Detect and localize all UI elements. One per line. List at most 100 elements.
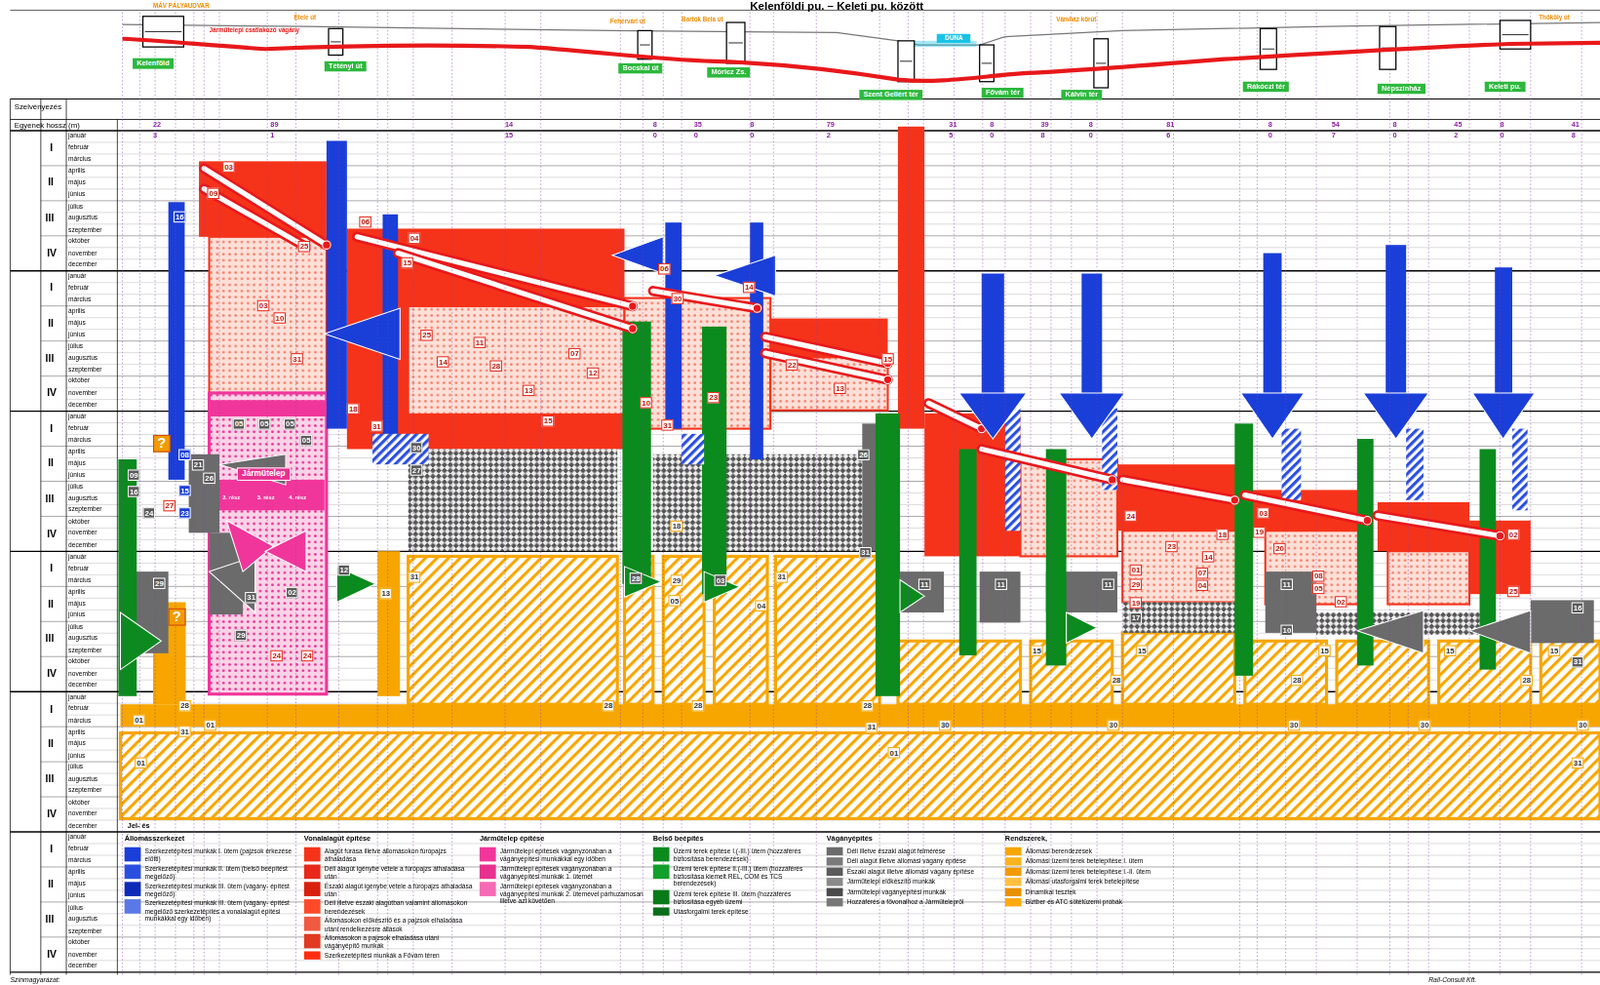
callout-number: 28 [629, 572, 643, 585]
legend-swatch [653, 906, 670, 915]
depot-part-label: 4. rész [288, 494, 307, 501]
callout-number: 14 [1202, 550, 1215, 563]
callout-number: 30 [938, 719, 952, 732]
month-label: december [68, 261, 97, 269]
legend-text: Dinamikai tesztek [1025, 888, 1174, 897]
legend-text: Állomási berendezések [1025, 847, 1174, 856]
length-number: 8 [1571, 131, 1576, 140]
arrow-head [226, 520, 274, 572]
callout-number: 15 [1135, 644, 1149, 657]
station-box: Népszínház [1377, 83, 1426, 94]
legend-text: Utasforgalmi terek építése [673, 906, 822, 915]
month-label: július [68, 763, 83, 771]
activity-bar [209, 236, 327, 393]
length-number: 45 [1453, 120, 1462, 129]
box-label: Bocskai út [622, 64, 659, 72]
month-label: január [68, 552, 86, 560]
callout-number: 27 [410, 464, 424, 476]
activity-bar [1263, 253, 1283, 393]
month-label: április [68, 448, 85, 456]
callout-number: 01 [888, 746, 901, 759]
callout-number: 13 [833, 382, 847, 394]
callout-number: 31 [661, 419, 674, 431]
activity-bar [1122, 530, 1237, 602]
month-label: október [68, 518, 90, 526]
callout-number: 06 [658, 263, 671, 275]
length-number: 8 [1499, 120, 1504, 129]
callout-number: 03 [222, 160, 235, 173]
month-label: június [68, 751, 85, 759]
arrow-head [703, 571, 741, 602]
legend-swatch [304, 950, 321, 959]
callout-number: 17 [1130, 612, 1143, 625]
legend-text: Alagút fúrása illetve állomásokon fúrópa… [324, 847, 473, 863]
length-number: 7 [1331, 131, 1336, 140]
month-label: december [68, 962, 97, 970]
stripe-end [628, 324, 637, 333]
callout-number: 01 [203, 719, 217, 732]
month-label: január [68, 833, 86, 841]
quarter-label: III [45, 773, 55, 785]
river-box: DUNA [936, 34, 972, 43]
callout-number: 09 [206, 188, 220, 200]
arrow-head [1241, 392, 1305, 439]
length-number: 8 [1089, 120, 1093, 129]
month-label: december [68, 541, 97, 548]
length-number: 8 [749, 120, 754, 129]
callout-number: 27 [162, 500, 176, 512]
length-number: 0 [1089, 131, 1093, 140]
arrow-head [612, 236, 664, 274]
station-box: Fővám tér [981, 87, 1024, 98]
callout-number: 30 [1287, 719, 1301, 732]
legend-swatch [826, 888, 844, 897]
legend-text: Járműtelepi építések vágányzónában a vág… [500, 847, 649, 863]
street-label: Etele út [293, 14, 316, 22]
length-number: 2 [1453, 131, 1458, 140]
legend-text: Déli illetve északi alagútban valamint á… [324, 898, 473, 915]
length-number: 0 [749, 131, 754, 140]
callout-number: 15 [400, 257, 414, 270]
callout-number: 11 [1280, 578, 1292, 590]
activity-bar [702, 326, 727, 594]
legend-heading: Jel- és [127, 821, 151, 830]
legend-swatch [826, 897, 844, 906]
quarter-label: IV [46, 667, 57, 680]
tunnel-stripe [356, 236, 633, 307]
callout-number: 24 [270, 650, 283, 663]
callout-number: 20 [1273, 543, 1287, 555]
legend-swatch [826, 867, 844, 876]
callout-number: 12 [337, 564, 351, 577]
callout-number: 26 [857, 449, 870, 462]
length-number: 0 [989, 131, 994, 140]
callout-number: 01 [134, 757, 148, 770]
activity-bar [214, 479, 325, 510]
depot-box: Jármütelep [236, 467, 291, 480]
length-number: 41 [1571, 120, 1580, 129]
callout-number: 06 [358, 216, 372, 229]
legend-swatch [124, 898, 142, 914]
callout-number: 31 [408, 571, 422, 584]
quarter-label: II [47, 457, 54, 469]
depot-part-label: 2. rész [222, 494, 240, 501]
station-box: Bocskai út [618, 63, 663, 74]
legend-text: Szerkezetépítési munkák a Fővám téren [324, 950, 473, 959]
callout-number: 28 [1110, 674, 1124, 687]
month-label: június [68, 892, 85, 899]
station-box: Rákóczi tér [1243, 81, 1289, 92]
legend-text: Üzemi terek építése I.(-III.) ütem (hozz… [673, 847, 822, 863]
activity-bar [622, 321, 651, 585]
activity-bar [1494, 267, 1513, 393]
quarter-label: I [49, 562, 53, 575]
callout-number: 19 [1130, 596, 1143, 609]
legend-swatch [479, 881, 497, 897]
callout-number: 11 [473, 336, 486, 349]
stripe-end [1108, 475, 1117, 484]
diagram-title: Kelenföldi pu. – Keleti pu. között [749, 0, 924, 13]
callout-number: 30 [1576, 719, 1590, 732]
callout-number: 31 [290, 352, 304, 365]
callout-number: 11 [918, 578, 931, 590]
month-label: március [68, 156, 91, 163]
activity-bar [119, 703, 1600, 727]
